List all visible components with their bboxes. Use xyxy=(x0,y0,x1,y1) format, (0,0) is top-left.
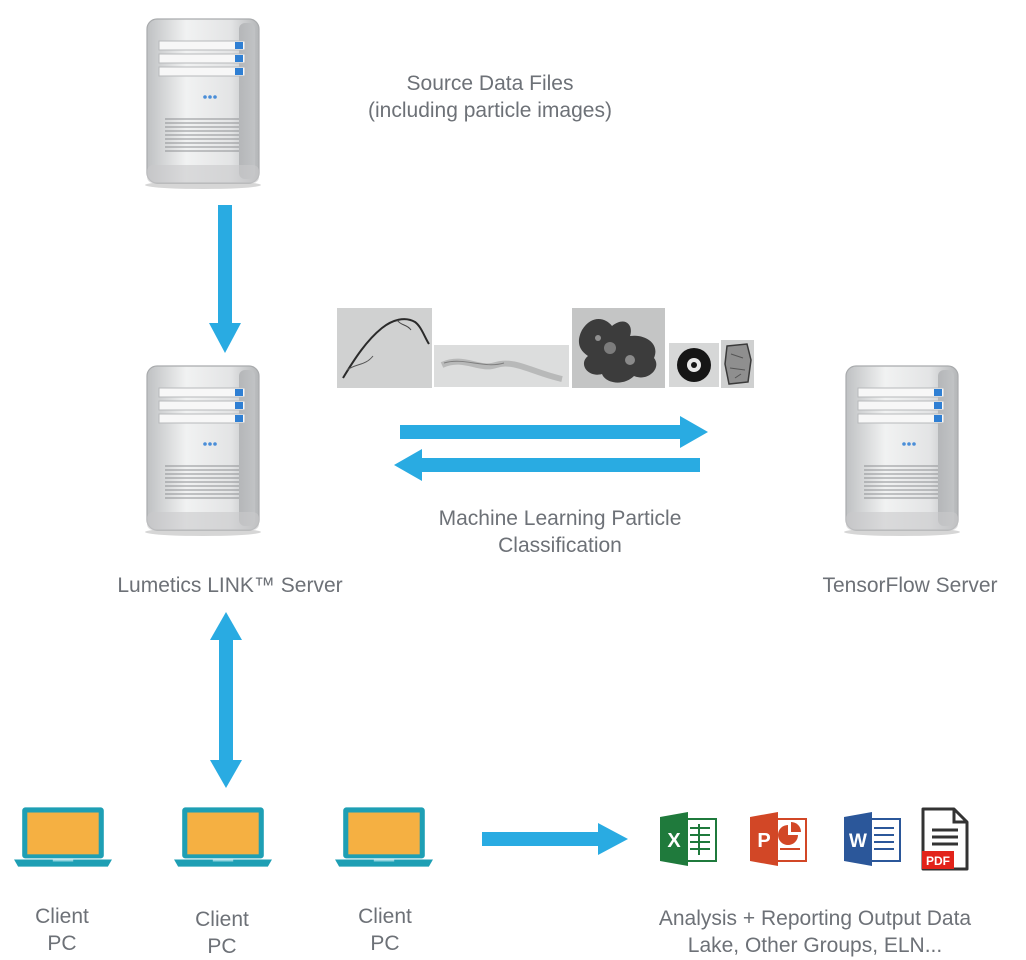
powerpoint-icon-letter: P xyxy=(757,830,770,852)
excel-icon-letter: X xyxy=(667,830,681,852)
source-data-label-line1: Source Data Files xyxy=(406,72,574,95)
client-pc-laptop-icon xyxy=(333,805,435,869)
arrow-source-to-link xyxy=(209,205,241,353)
lumetics-link-server-label-text: Lumetics LINK™ Server xyxy=(117,574,343,597)
tensorflow-server-label: TensorFlow Server xyxy=(800,572,1020,599)
arrow-link-to-tensorflow xyxy=(400,416,708,448)
pdf-icon-letter: PDF xyxy=(926,854,950,868)
client-pc-label: Client PC xyxy=(172,906,272,960)
client-pc-label-line1: Client xyxy=(35,905,89,928)
source-data-server-icon xyxy=(143,15,263,190)
particle-image-flake xyxy=(721,340,754,388)
client-pc-label-line2: PC xyxy=(370,932,400,955)
arrow-clients-to-output xyxy=(482,823,628,855)
powerpoint-icon: P xyxy=(750,812,807,866)
client-pc-label: Client PC xyxy=(335,903,435,957)
output-label: Analysis + Reporting Output Data Lake, O… xyxy=(610,905,1020,959)
arrow-link-clients-bidirectional xyxy=(210,612,242,788)
client-pc-label-line1: Client xyxy=(358,905,412,928)
ml-classification-label: Machine Learning Particle Classification xyxy=(400,505,720,559)
particle-image-translucent xyxy=(434,345,569,387)
client-pc-label-line2: PC xyxy=(207,935,237,958)
tensorflow-server-label-text: TensorFlow Server xyxy=(822,574,998,597)
client-pc-laptop-icon xyxy=(172,805,274,869)
client-pc-label-line1: Client xyxy=(195,908,249,931)
client-pc-laptop-icon xyxy=(12,805,114,869)
arrow-tensorflow-to-link xyxy=(394,449,700,481)
excel-icon: X xyxy=(660,812,717,866)
client-pc-label: Client PC xyxy=(12,903,112,957)
ml-classification-label-line1: Machine Learning Particle xyxy=(438,507,682,530)
tensorflow-server-icon xyxy=(842,362,962,537)
client-pc-label-line2: PC xyxy=(47,932,77,955)
particle-image-fiber xyxy=(337,308,432,388)
source-data-label-line2: (including particle images) xyxy=(368,99,612,122)
output-label-line2: Lake, Other Groups, ELN... xyxy=(687,934,943,957)
ml-classification-label-line2: Classification xyxy=(498,534,622,557)
particle-image-aggregate xyxy=(572,308,665,388)
word-icon: W xyxy=(844,812,901,866)
pdf-icon: PDF xyxy=(921,807,969,871)
word-icon-letter: W xyxy=(849,831,867,852)
lumetics-link-server-icon xyxy=(143,362,263,537)
particle-image-bubble xyxy=(669,343,719,387)
lumetics-link-server-label: Lumetics LINK™ Server xyxy=(90,572,370,599)
output-label-line1: Analysis + Reporting Output Data xyxy=(658,907,972,930)
source-data-label: Source Data Files (including particle im… xyxy=(300,70,680,124)
